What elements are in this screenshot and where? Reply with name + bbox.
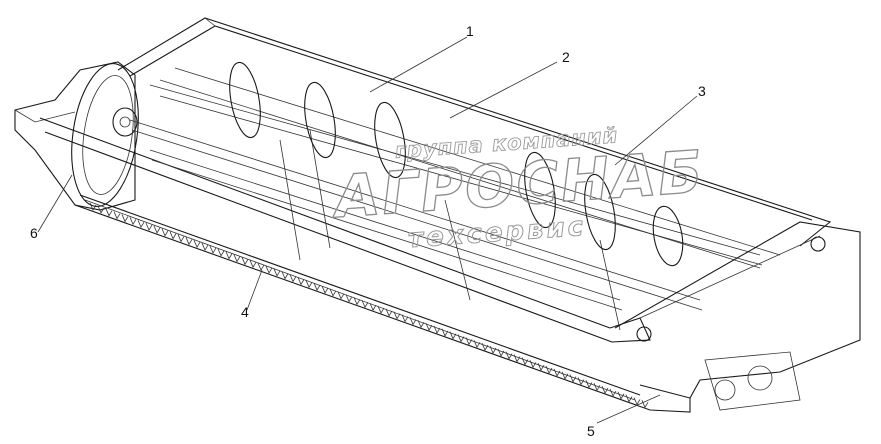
callout-1: 1 [466,23,474,39]
watermark: группа компаний АГРОСНАБ техсервис [328,123,707,255]
callout-3: 3 [698,83,706,99]
auger-flights [229,61,684,267]
callout-5: 5 [587,423,595,439]
callout-4: 4 [241,304,249,320]
left-end-housing [14,61,139,211]
reel-tubes [129,84,763,331]
callout-2: 2 [562,49,570,65]
cutter-bar [74,194,691,413]
callout-6: 6 [30,225,38,241]
callouts: 1 2 3 4 5 6 [30,23,706,439]
right-end-housing [614,221,861,411]
leader-lines [37,36,698,424]
